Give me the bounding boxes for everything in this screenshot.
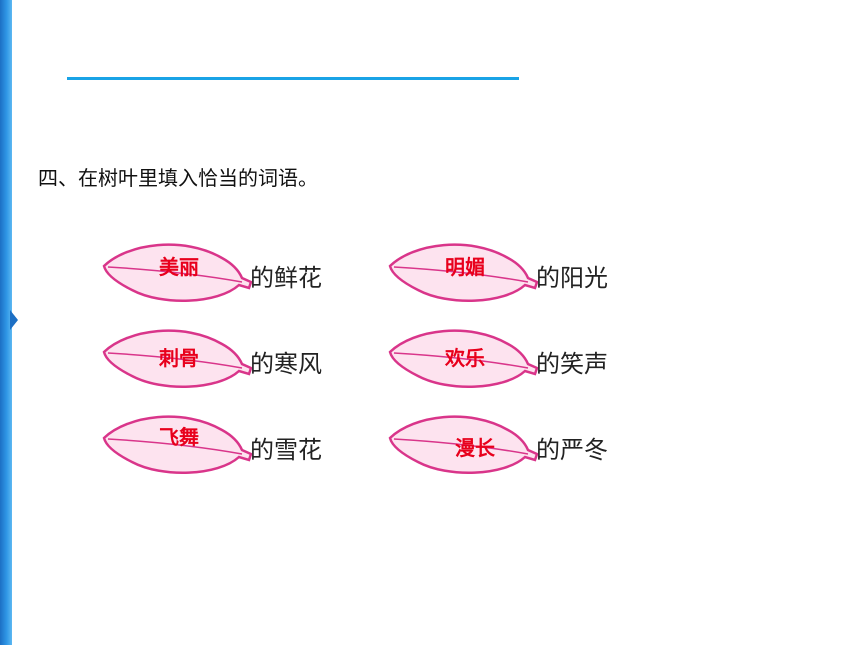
leaf-suffix-text: 的雪花: [250, 436, 322, 464]
leaf-answer-word: 刺骨: [159, 346, 199, 370]
leaf-item: 漫长 的严冬: [388, 410, 648, 482]
leaf-shape-icon: [102, 243, 252, 303]
leaf-answer-word: 明媚: [445, 255, 485, 279]
leaf-item: 欢乐 的笑声: [388, 324, 648, 396]
leaf-answer-word: 美丽: [159, 255, 199, 279]
side-tab-marker: [10, 310, 18, 330]
leaf-suffix-text: 的笑声: [536, 350, 608, 378]
leaf-shape-icon: [102, 329, 252, 389]
leaf-suffix-text: 的严冬: [536, 436, 608, 464]
leaf-shape-icon: [388, 415, 538, 475]
leaf-shape-icon: [388, 329, 538, 389]
title-underline: [67, 77, 519, 80]
leaf-item: 美丽 的鲜花: [102, 238, 362, 310]
leaf-shape-icon: [388, 243, 538, 303]
leaf-item: 明媚 的阳光: [388, 238, 648, 310]
leaf-answer-word: 漫长: [455, 436, 495, 460]
leaf-shape-icon: [102, 415, 252, 475]
leaf-answer-word: 欢乐: [445, 346, 485, 370]
exercise-instruction: 四、在树叶里填入恰当的词语。: [38, 166, 318, 190]
leaf-item: 刺骨 的寒风: [102, 324, 362, 396]
leaf-suffix-text: 的阳光: [536, 264, 608, 292]
left-accent-bar: [0, 0, 12, 645]
leaf-suffix-text: 的寒风: [250, 350, 322, 378]
leaf-suffix-text: 的鲜花: [250, 264, 322, 292]
leaf-answer-word: 飞舞: [159, 425, 199, 449]
leaf-item: 飞舞 的雪花: [102, 410, 362, 482]
